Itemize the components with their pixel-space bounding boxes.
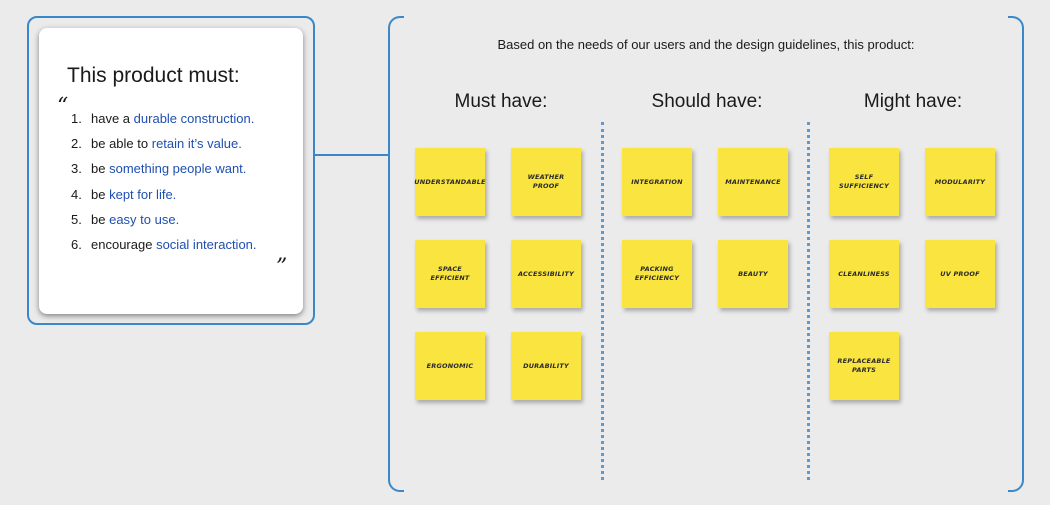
sticky-note: SPACE EFFICIENT <box>415 240 485 308</box>
item-number: 5. <box>71 211 82 227</box>
item-number: 1. <box>71 111 82 126</box>
sticky-note: ERGONOMIC <box>415 332 485 400</box>
sticky-note: DURABILITY <box>511 332 581 400</box>
sticky-note: MODULARITY <box>925 148 995 216</box>
item-highlight: durable construction. <box>133 111 255 126</box>
sticky-note: UV PROOF <box>925 240 995 308</box>
list-item: 3. be something people want. <box>71 161 257 186</box>
list-item: 4. be kept for life. <box>71 187 257 212</box>
item-number: 3. <box>71 161 82 177</box>
right-bracket <box>1008 16 1024 492</box>
close-quote-mark: ” <box>276 255 288 280</box>
card-title: This product must: <box>67 64 240 87</box>
item-highlight: something people want. <box>109 161 247 177</box>
requirements-frame <box>27 16 315 325</box>
sticky-note: SELF SUFFICIENCY <box>829 148 899 216</box>
headline: Based on the needs of our users and the … <box>497 37 915 52</box>
list-item: 5. be easy to use. <box>71 212 257 237</box>
item-highlight: retain it’s value. <box>151 136 242 152</box>
column-title-might: Might have: <box>863 91 963 112</box>
item-number: 4. <box>71 186 82 202</box>
list-item: 2. be able to retain it’s value. <box>71 136 257 161</box>
item-highlight: kept for life. <box>109 186 177 202</box>
requirements-card: This product must: “ 1. have a durable c… <box>39 28 303 314</box>
item-number: 2. <box>71 136 82 152</box>
column-divider <box>807 122 810 480</box>
sticky-note: ACCESSIBILITY <box>511 240 581 308</box>
item-text: have a <box>91 111 131 126</box>
column-title-should: Should have: <box>651 91 763 112</box>
requirements-list: 1. have a durable construction. 2. be ab… <box>71 111 257 262</box>
sticky-note: BEAUTY <box>718 240 788 308</box>
sticky-note: MAINTENANCE <box>718 148 788 216</box>
sticky-note: REPLACEABLE PARTS <box>829 332 899 400</box>
column-divider <box>601 122 604 480</box>
sticky-note: INTEGRATION <box>622 148 692 216</box>
item-highlight: easy to use. <box>109 211 180 227</box>
column-title-must: Must have: <box>454 91 548 112</box>
sticky-note: WEATHER PROOF <box>511 148 581 216</box>
item-text: encourage <box>91 236 153 252</box>
sticky-note: PACKING EFFICIENCY <box>622 240 692 308</box>
item-highlight: social interaction. <box>156 236 257 252</box>
item-number: 6. <box>71 236 82 252</box>
item-text: be <box>91 161 106 177</box>
open-quote-mark: “ <box>57 94 69 119</box>
connector-line <box>315 154 389 156</box>
sticky-note: CLEANLINESS <box>829 240 899 308</box>
item-text: be <box>91 211 106 227</box>
item-text: be able to <box>91 136 149 152</box>
item-text: be <box>91 186 106 202</box>
list-item: 1. have a durable construction. <box>71 111 257 136</box>
left-bracket <box>388 16 404 492</box>
list-item: 6. encourage social interaction. <box>71 237 257 262</box>
sticky-note: UNDERSTANDABLE <box>414 148 486 216</box>
